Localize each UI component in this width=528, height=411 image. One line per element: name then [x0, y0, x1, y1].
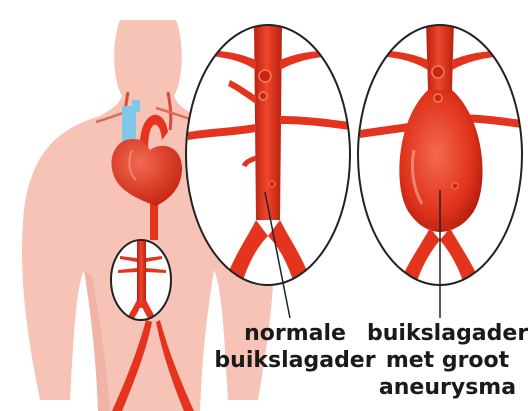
normal-aorta-circle [186, 20, 350, 290]
label-aneurysm-line-1: buikslagader [367, 322, 528, 346]
label-normal-line-1: normale [215, 322, 375, 346]
label-normal-line-2: buikslagader [205, 349, 385, 373]
label-aneurysm-line-3: aneurysma [367, 376, 528, 400]
label-aneurysm-line-2: met groot [367, 349, 528, 373]
